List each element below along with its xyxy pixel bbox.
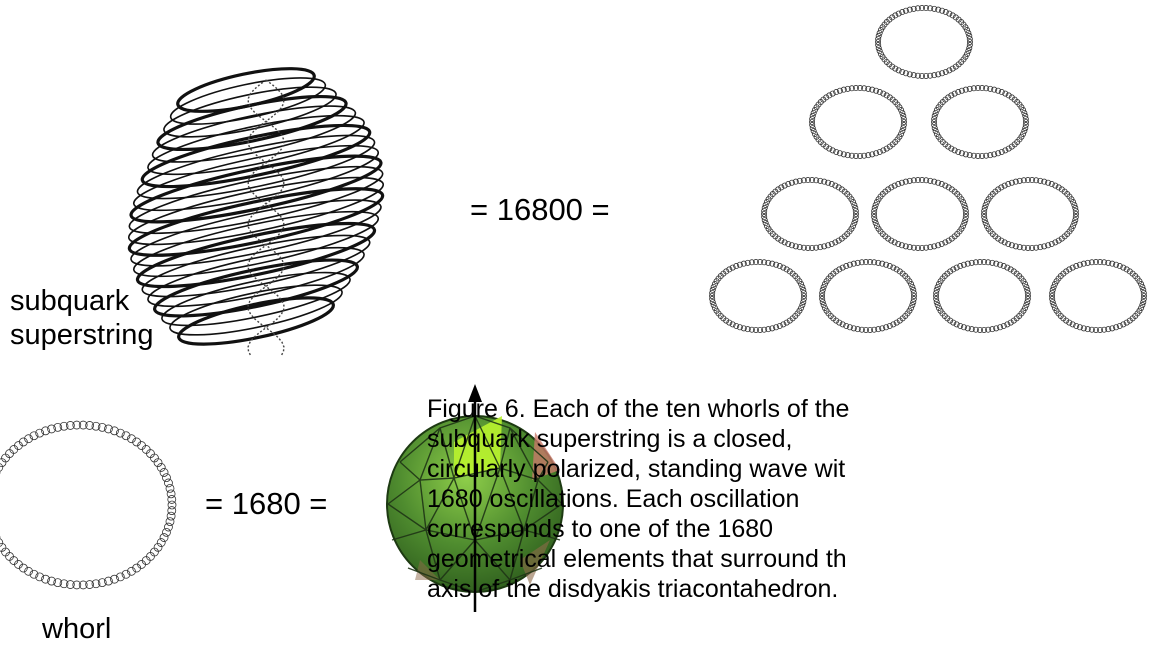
- whorl-ring: [980, 177, 1079, 251]
- disdyakis-triacontahedron-icon: [386, 384, 564, 612]
- caption-line: corresponds to one of the 1680: [427, 515, 774, 543]
- coil-band: [152, 258, 360, 318]
- coil-band: [169, 284, 343, 336]
- coil-band: [156, 94, 348, 152]
- coil-band: [151, 105, 357, 163]
- whorl-ring: [809, 85, 907, 159]
- coil-band: [176, 67, 316, 113]
- equation-bottom: = 1680 =: [205, 486, 328, 521]
- whorl-ring: [930, 85, 1029, 159]
- caption-line: 1680 oscillations. Each oscillation: [427, 485, 800, 513]
- whorl-ring: [1048, 259, 1147, 333]
- whorl-triangle: [708, 5, 1147, 333]
- coil-band: [147, 246, 365, 308]
- whorl-ring: [932, 259, 1031, 333]
- coil-band: [132, 210, 380, 278]
- whorl-ring-icon: [0, 420, 177, 590]
- coil-band: [177, 296, 335, 346]
- coil-band: [161, 271, 351, 327]
- superstring-illustration: [127, 67, 385, 357]
- whorl-ring: [874, 5, 973, 79]
- whorl-label: whorl: [42, 613, 112, 645]
- superstring-label-line1: subquark: [10, 285, 130, 317]
- coil-strand: [247, 79, 285, 357]
- superstring-label-line2: superstring: [10, 319, 154, 351]
- caption-line: axis of the disdyakis triacontahedron.: [427, 575, 839, 603]
- superstring-label: subquark superstring: [10, 284, 153, 352]
- coil-band: [136, 134, 376, 200]
- coil-band: [140, 123, 372, 189]
- coil-band: [141, 234, 371, 298]
- coil-band: [135, 221, 377, 289]
- caption-line: subquark superstring is a closed,: [427, 425, 793, 453]
- coil-band: [132, 144, 380, 212]
- caption-line: Figure 6. Each of the ten whorls of the: [427, 395, 850, 423]
- coil-band: [147, 114, 365, 176]
- caption-line: circularly polarized, standing wave wit: [427, 455, 846, 483]
- equation-top: = 16800 =: [470, 192, 610, 227]
- whorl-ring: [0, 420, 177, 590]
- coil-band: [130, 199, 382, 267]
- coil-band: [169, 77, 327, 125]
- coil-band: [127, 176, 385, 246]
- coil-strand: [247, 79, 285, 357]
- coil-band: [127, 187, 385, 257]
- coil-band: [163, 86, 337, 138]
- caption-line: geometrical elements that surround th: [427, 545, 847, 573]
- whorl-ring: [870, 177, 969, 251]
- whorl-ring: [761, 177, 859, 251]
- whorl-ring: [708, 259, 808, 333]
- coil-band: [128, 165, 384, 235]
- whorl-ring: [819, 259, 917, 333]
